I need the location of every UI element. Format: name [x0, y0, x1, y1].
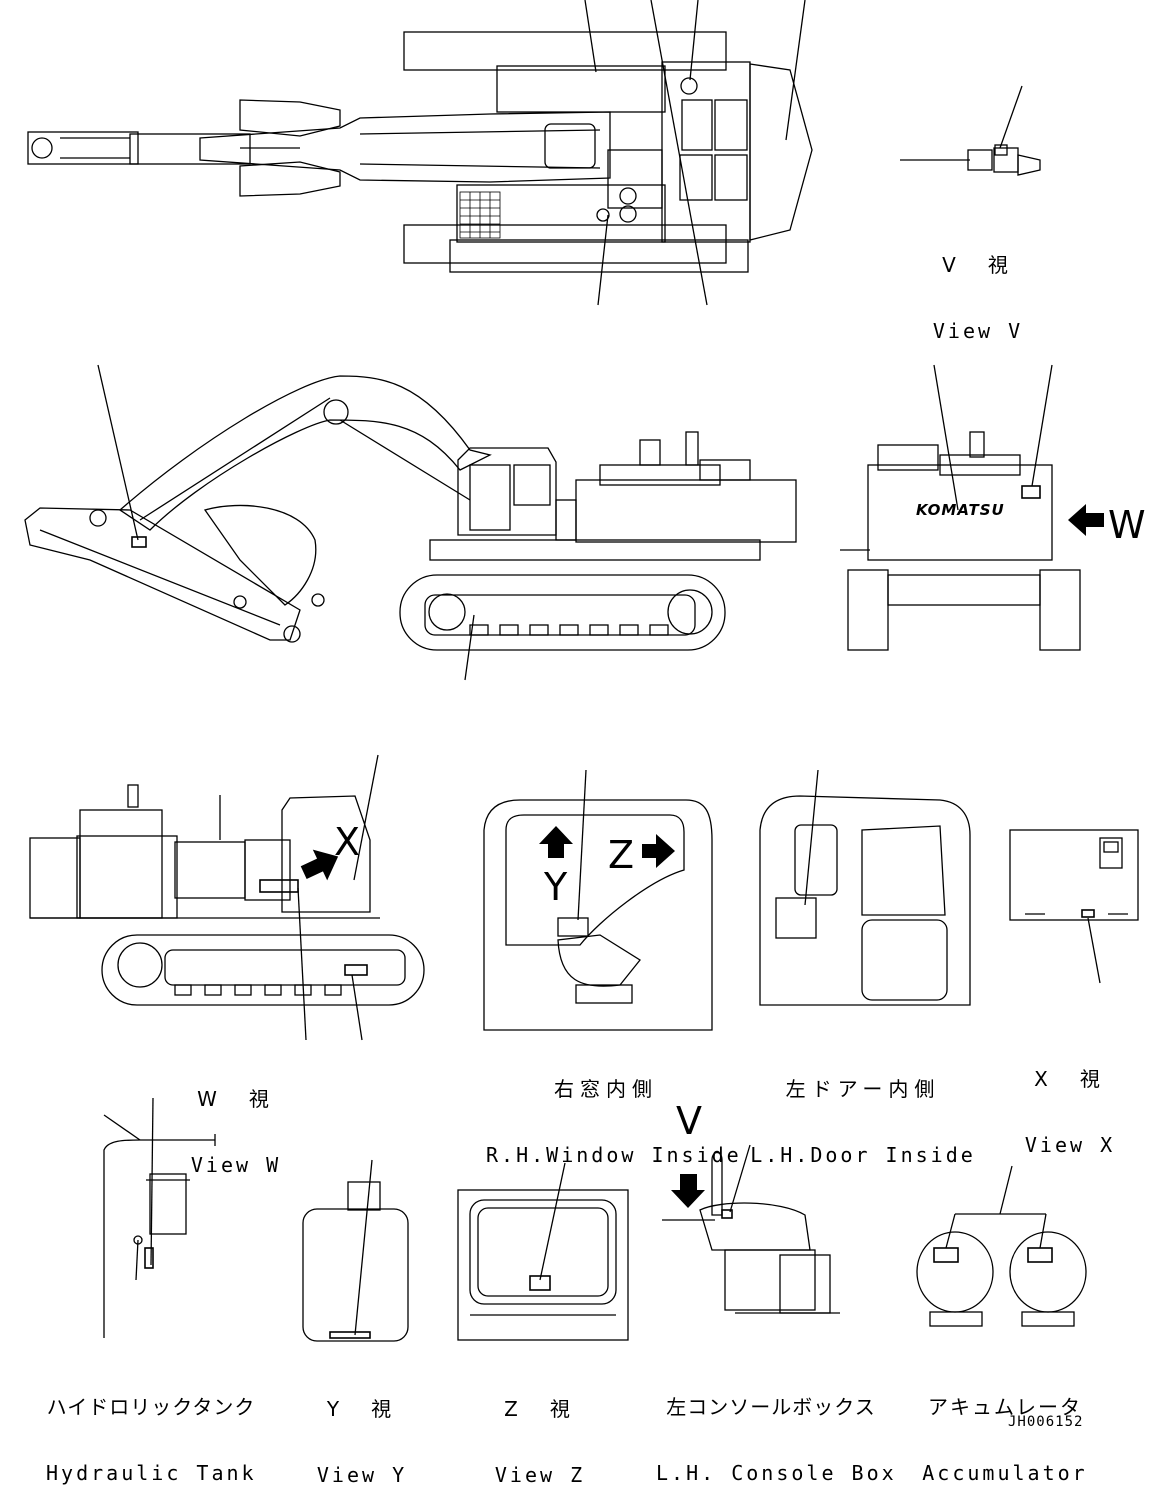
lh-door-leaders — [804, 769, 819, 906]
label-view-x-en: View X — [1024, 1133, 1116, 1157]
view-y-leaders — [354, 1159, 373, 1336]
view-x-leaders — [1087, 917, 1101, 984]
label-view-v-jp: V 視 — [942, 253, 1014, 277]
label-accumulator-jp: アキュムレータ — [928, 1395, 1082, 1419]
top-view-leaders — [584, 0, 1023, 306]
lh-console-leaders — [729, 1144, 751, 1213]
rh-window-leaders — [577, 769, 587, 921]
side-view-machine — [24, 375, 797, 651]
arrow-left-icon — [1068, 504, 1104, 536]
label-view-x-jp: X 視 — [1034, 1067, 1106, 1091]
accumulator-drawing — [916, 1213, 1087, 1327]
rear-view-machine — [840, 431, 1081, 651]
label-lh-console-jp: 左コンソールボックス — [666, 1395, 876, 1419]
label-lh-door-en: L.H.Door Inside — [750, 1143, 976, 1167]
label-lh-door: 左ドアー内側 L.H.Door Inside — [748, 1034, 978, 1188]
label-hydraulic-tank-en: Hydraulic Tank — [46, 1461, 257, 1485]
label-hydraulic-tank: ハイドロリックタンク Hydraulic Tank — [46, 1352, 256, 1506]
accumulator-leaders — [999, 1165, 1013, 1215]
hydraulic-tank-drawing — [103, 1114, 216, 1338]
arrow-right-icon — [300, 849, 339, 881]
arrow-up-icon — [539, 826, 573, 858]
label-accumulator-en: Accumulator — [922, 1461, 1088, 1485]
label-view-y-jp: Y 視 — [326, 1397, 398, 1421]
top-view-machine — [27, 31, 1041, 273]
rear-view-leaders — [933, 364, 1053, 511]
marker-v: V — [676, 1099, 702, 1143]
komatsu-logo: KOMATSU — [916, 501, 1005, 519]
marker-y: Y — [544, 865, 568, 909]
label-view-w-en: View W — [190, 1153, 282, 1177]
view-y-drawing — [302, 1181, 409, 1342]
label-view-z-jp: Z 視 — [504, 1397, 576, 1421]
label-view-v: V 視 View V — [928, 210, 1028, 364]
marker-w: W — [1108, 503, 1146, 547]
label-rh-window-en: R.H.Window Inside — [486, 1143, 742, 1167]
label-view-z-en: View Z — [494, 1463, 586, 1487]
label-view-y: Y 視 View Y — [312, 1354, 412, 1508]
label-lh-door-jp: 左ドアー内側 — [785, 1077, 941, 1101]
view-w-machine — [29, 784, 425, 1006]
label-hydraulic-tank-jp: ハイドロリックタンク — [46, 1395, 256, 1419]
label-rh-window: 右窓内側 R.H.Window Inside — [486, 1034, 742, 1188]
lh-console-drawing — [662, 1151, 840, 1314]
marker-z: Z — [608, 833, 635, 877]
arrow-right-icon — [642, 834, 675, 868]
rh-window-drawing — [483, 799, 713, 1031]
view-z-drawing — [457, 1189, 629, 1341]
track-rollers — [469, 624, 669, 636]
label-view-y-en: View Y — [316, 1463, 408, 1487]
label-view-x: X 視 View X — [1020, 1024, 1120, 1178]
drawing-code: JH006152 — [1008, 1414, 1084, 1430]
label-view-v-en: View V — [932, 319, 1024, 343]
label-view-w-jp: W 視 — [197, 1087, 275, 1111]
side-view-leaders — [97, 364, 475, 681]
hydraulic-tank-leaders — [150, 1097, 154, 1266]
label-lh-console: 左コンソールボックス L.H. Console Box — [656, 1352, 897, 1506]
lh-door-drawing — [759, 795, 971, 1006]
arrow-down-icon — [671, 1174, 705, 1208]
view-x-drawing — [1009, 829, 1139, 921]
view-w-leaders — [297, 754, 379, 1041]
parts-diagram — [24, 0, 1139, 1342]
label-rh-window-jp: 右窓内側 — [554, 1077, 658, 1101]
view-z-leaders — [539, 1162, 566, 1281]
label-lh-console-en: L.H. Console Box — [656, 1461, 897, 1485]
view-w-rollers — [174, 984, 342, 996]
label-view-w: W 視 View W — [186, 1044, 286, 1198]
marker-x: X — [334, 820, 361, 864]
label-view-z: Z 視 View Z — [490, 1354, 590, 1508]
